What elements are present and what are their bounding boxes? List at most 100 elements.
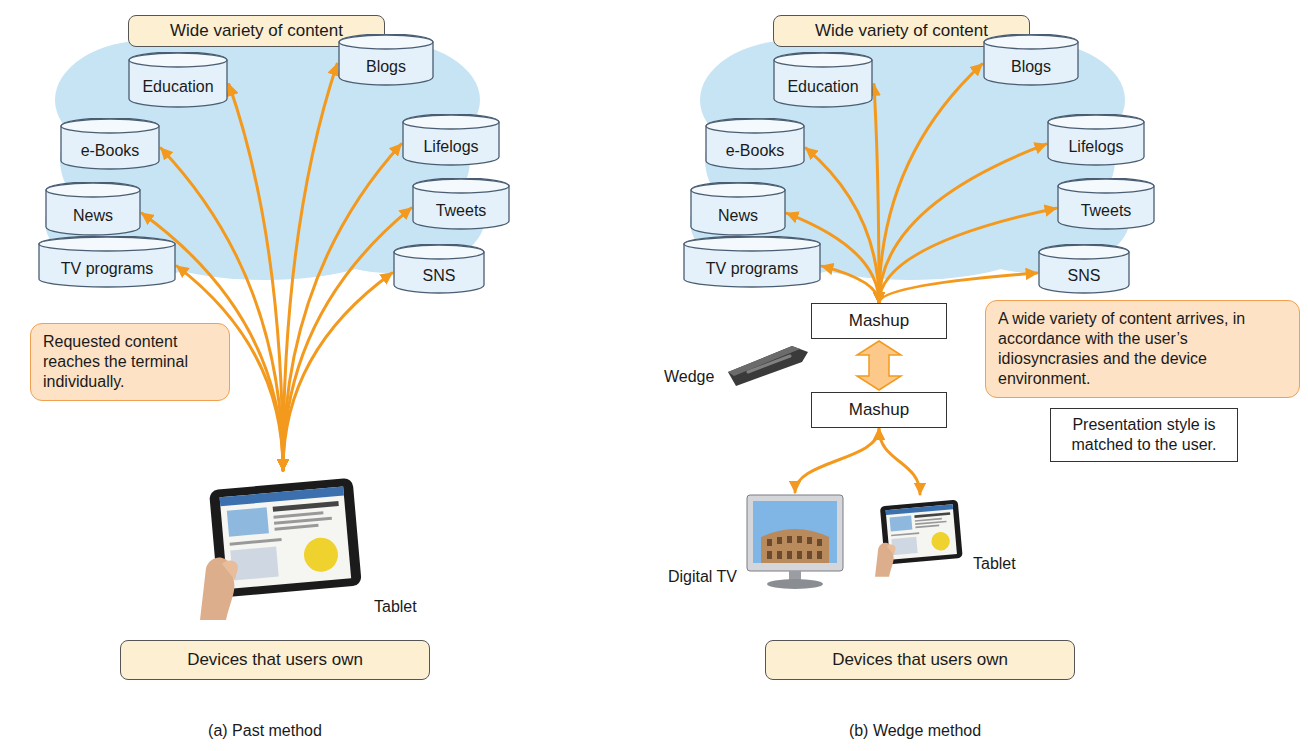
content-database: Lifelogs bbox=[1047, 114, 1145, 166]
content-database: e-Books bbox=[705, 118, 805, 170]
cylinder-top bbox=[984, 35, 1078, 49]
cylinder-top bbox=[684, 237, 820, 251]
cylinder-body bbox=[61, 118, 159, 169]
wedge-picture-part bbox=[748, 356, 790, 372]
cylinder-top bbox=[394, 245, 484, 259]
digital-tv-picture-part-part bbox=[777, 537, 782, 544]
cylinder-top bbox=[1048, 115, 1144, 129]
content-database: News bbox=[45, 182, 141, 236]
node-text: Requested content reaches the terminal i… bbox=[43, 332, 217, 392]
digital-tv-picture-part-part bbox=[767, 551, 772, 559]
cylinder-top bbox=[39, 237, 175, 251]
cylinder-body bbox=[774, 52, 872, 107]
cylinder-top bbox=[46, 183, 140, 197]
content-database: TV programs bbox=[683, 236, 821, 288]
note-box: Presentation style is matched to the use… bbox=[1050, 408, 1238, 462]
digital-tv-picture-part-part bbox=[767, 539, 772, 546]
digital-tv-picture-part bbox=[761, 529, 829, 563]
device-picture: Digital TV bbox=[745, 493, 845, 590]
content-database: Blogs bbox=[338, 34, 434, 86]
cylinder-body bbox=[413, 178, 509, 229]
content-database: SNS bbox=[1038, 244, 1130, 294]
digital-tv-picture-part bbox=[767, 536, 822, 559]
node-text: e-Books bbox=[81, 142, 140, 160]
node-text: Devices that users own bbox=[187, 650, 363, 670]
digital-tv-picture-part-part bbox=[797, 551, 802, 559]
node-text: A wide variety of content arrives, in ac… bbox=[998, 309, 1287, 389]
node-text: News bbox=[718, 207, 758, 225]
node-text: Education bbox=[142, 78, 213, 96]
node-text: SNS bbox=[1068, 267, 1101, 285]
tablet-photo bbox=[875, 500, 963, 577]
digital-tv-picture-part bbox=[767, 579, 823, 589]
connector-arrow bbox=[161, 148, 283, 470]
device-label: Tablet bbox=[374, 598, 417, 616]
digital-tv-picture-part bbox=[753, 501, 837, 563]
cylinder-body bbox=[129, 52, 227, 107]
node-text: Blogs bbox=[1011, 58, 1051, 76]
cylinder-top bbox=[339, 35, 433, 49]
node-text: Education bbox=[787, 78, 858, 96]
node-text: Tweets bbox=[1081, 202, 1132, 220]
cylinder-top bbox=[691, 183, 785, 197]
callout-box: Requested content reaches the terminal i… bbox=[30, 323, 230, 401]
connector-arrow bbox=[879, 144, 1046, 303]
device-label: Digital TV bbox=[668, 568, 737, 586]
cylinder-top bbox=[1039, 245, 1129, 259]
node-text: Presentation style is matched to the use… bbox=[1059, 415, 1229, 455]
content-database: Blogs bbox=[983, 34, 1079, 86]
cylinder-top bbox=[413, 179, 509, 193]
device-picture: Tablet bbox=[875, 495, 965, 577]
wedge-picture-part bbox=[728, 346, 800, 376]
node-text: TV programs bbox=[706, 260, 798, 278]
node-text: Wide variety of content bbox=[815, 21, 988, 41]
content-database: SNS bbox=[393, 244, 485, 294]
mashup-box: Mashup bbox=[811, 392, 947, 428]
connector-arrow bbox=[822, 266, 879, 303]
content-database: Education bbox=[128, 52, 228, 108]
node-text: Lifelogs bbox=[423, 138, 478, 156]
digital-tv-picture bbox=[747, 495, 843, 589]
digital-tv-picture-part-part bbox=[787, 551, 792, 559]
node-text: News bbox=[73, 207, 113, 225]
cylinder-body bbox=[403, 114, 499, 165]
connector-arrow bbox=[229, 84, 283, 470]
node-text: Devices that users own bbox=[832, 650, 1008, 670]
digital-tv-picture-part bbox=[747, 495, 843, 571]
cylinder-body bbox=[706, 118, 804, 169]
device-label: Tablet bbox=[973, 555, 1016, 573]
cylinder-body bbox=[394, 244, 484, 293]
cylinder-body bbox=[684, 236, 820, 287]
digital-tv-picture-part-part bbox=[807, 551, 812, 559]
cylinder-body bbox=[691, 182, 785, 235]
node-text: Tweets bbox=[436, 202, 487, 220]
wedge-picture-part bbox=[728, 346, 808, 386]
cylinder-top bbox=[403, 115, 499, 129]
device-picture: Tablet bbox=[200, 470, 366, 620]
callout-box: A wide variety of content arrives, in ac… bbox=[985, 300, 1300, 398]
digital-tv-picture-part-part bbox=[807, 537, 812, 544]
cylinder-top bbox=[706, 119, 804, 133]
cylinder-top bbox=[129, 53, 227, 67]
connector-arrow bbox=[879, 64, 982, 303]
node-text: Mashup bbox=[849, 311, 909, 331]
node-text: Mashup bbox=[849, 400, 909, 420]
node-text: Blogs bbox=[366, 58, 406, 76]
cylinder-top bbox=[1058, 179, 1154, 193]
cylinder-body bbox=[339, 34, 433, 85]
content-database: Tweets bbox=[1057, 178, 1155, 230]
content-database: TV programs bbox=[38, 236, 176, 288]
digital-tv-picture-part-part bbox=[817, 551, 822, 559]
tablet-photo bbox=[200, 478, 362, 620]
content-database: Education bbox=[773, 52, 873, 108]
double-block-arrow bbox=[857, 341, 901, 390]
content-database: Lifelogs bbox=[402, 114, 500, 166]
content-database: Tweets bbox=[412, 178, 510, 230]
cylinder-body bbox=[39, 236, 175, 287]
cylinder-top bbox=[61, 119, 159, 133]
digital-tv-picture-part-part bbox=[797, 536, 802, 543]
group-banner: Devices that users own bbox=[765, 640, 1075, 680]
connector-arrow bbox=[795, 429, 879, 492]
connector-arrow bbox=[879, 429, 920, 494]
